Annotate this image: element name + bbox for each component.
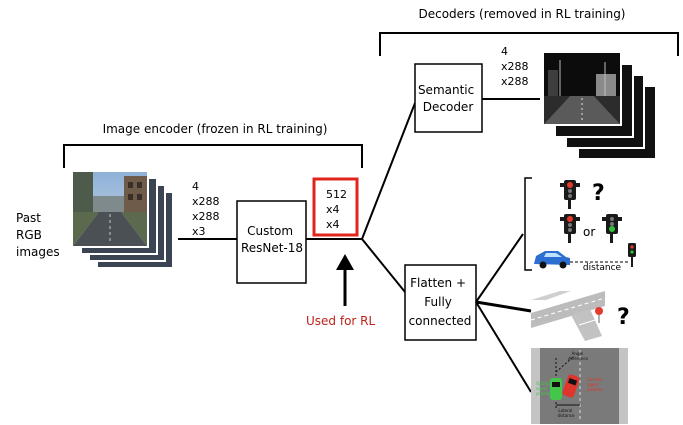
junction-illustration — [530, 291, 606, 341]
input-dim-line: x288 — [192, 210, 220, 223]
fanout-line-traffic — [475, 233, 524, 303]
decoder-dim-line: x288 — [501, 60, 529, 73]
optimal-line: agent — [536, 386, 548, 391]
decoder-line: Decoder — [423, 100, 474, 114]
head-box-label: Flatten + Fully connected — [409, 276, 472, 328]
lane-diagram: Angle difference Current agent position … — [531, 348, 628, 424]
head-line: Flatten + — [410, 276, 466, 290]
branch-to-decoder — [361, 102, 416, 240]
branch-to-head — [361, 238, 406, 293]
encoder-box-label: Custom ResNet-18 — [241, 224, 303, 255]
input-dim-line: x3 — [192, 225, 206, 238]
traffic-panel-bracket — [524, 177, 532, 271]
traffic-light-red-icon — [560, 214, 580, 243]
decoder-line: Semantic — [418, 83, 474, 97]
input-dim-line: 4 — [192, 180, 199, 193]
input-dims: 4 x288 x288 x3 — [192, 180, 223, 238]
past-label-line: images — [16, 245, 60, 259]
decoder-dim-line: 4 — [501, 45, 508, 58]
encoder-line: Custom — [247, 224, 293, 238]
decoder-box-label: Semantic Decoder — [418, 83, 478, 114]
optimal-line: Optimal — [536, 381, 552, 386]
angle-line: Angle — [572, 351, 584, 356]
used-for-rl-arrow — [336, 254, 354, 306]
stop-sign-icon — [595, 307, 603, 323]
lateral-line: Lateral — [558, 408, 572, 413]
decoder-bracket — [379, 32, 679, 56]
question-mark-icon: ? — [592, 181, 605, 206]
distance-label: distance — [583, 263, 622, 273]
feature-dim-line: x4 — [326, 203, 340, 216]
fanout-line-lane — [475, 301, 532, 393]
red-car-icon — [562, 374, 580, 398]
flatten-fc-box: Flatten + Fully connected — [404, 264, 477, 341]
semantic-output-stack — [542, 51, 657, 160]
traffic-light-green-icon — [602, 214, 622, 243]
current-line: position — [587, 387, 603, 392]
rgb-frame-front — [71, 170, 149, 248]
decoder-bracket-label: Decoders (removed in RL training) — [418, 7, 625, 21]
semantic-frame-front — [542, 51, 622, 126]
past-label-line: RGB — [16, 228, 42, 242]
encoder-bracket — [63, 144, 363, 168]
used-for-rl-label: Used for RL — [306, 314, 376, 328]
fanout-line-junction — [475, 300, 532, 313]
encoder-bracket-label: Image encoder (frozen in RL training) — [103, 122, 328, 136]
lateral-line: distance — [558, 413, 575, 418]
blue-car-icon — [534, 251, 570, 269]
question-mark-icon: ? — [617, 305, 630, 330]
decoder-dim-line: x288 — [501, 75, 529, 88]
feature-map-box: 512 x4 x4 — [312, 177, 359, 237]
traffic-light-red-icon — [560, 180, 580, 209]
resnet-encoder-box: Custom ResNet-18 — [236, 200, 307, 284]
lateral-distance-label: Lateral distance — [558, 408, 575, 418]
past-images-label: Past RGB images — [16, 211, 60, 259]
head-line: Fully — [424, 295, 452, 309]
semantic-decoder-box: Semantic Decoder — [414, 63, 483, 133]
current-position-label: Current agent position — [587, 377, 603, 392]
decoder-dims: 4 x288 x288 — [501, 45, 532, 88]
feature-dim-line: 512 — [326, 188, 347, 201]
input-dim-line: x288 — [192, 195, 220, 208]
current-line: agent — [587, 382, 599, 387]
or-label: or — [583, 225, 595, 239]
angle-line: difference — [568, 356, 589, 361]
head-line: connected — [409, 314, 472, 328]
optimal-position-label: Optimal agent position — [536, 381, 553, 396]
feature-dim-line: x4 — [326, 218, 340, 231]
green-car-icon — [550, 378, 562, 400]
current-line: Current — [587, 377, 602, 382]
traffic-light-small-icon — [628, 243, 636, 267]
feature-dims: 512 x4 x4 — [326, 188, 351, 231]
encoder-line: ResNet-18 — [241, 241, 303, 255]
angle-label: Angle difference — [568, 351, 589, 361]
optimal-line: position — [536, 391, 552, 396]
past-rgb-image-stack — [71, 170, 174, 269]
past-label-line: Past — [16, 211, 41, 225]
